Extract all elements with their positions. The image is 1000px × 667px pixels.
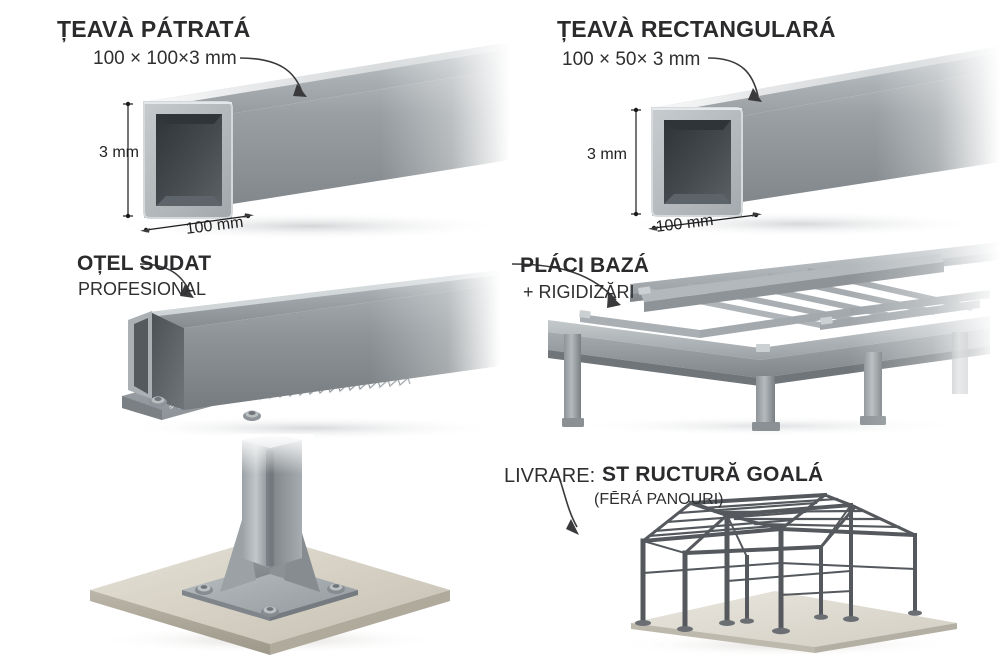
base-plate-detail-illustration: [70, 434, 470, 655]
base-plates-title: PLÁCI BAZÁ: [520, 254, 650, 277]
welded-steel-illustration: [100, 263, 505, 440]
base-plates-subtitle: + RIGIDIZĂRI: [523, 282, 635, 302]
square-tube-width-dimension: [140, 213, 254, 233]
delivery-title: ST RUCTURĂ GOALÁ: [602, 463, 824, 486]
square-tube-spec: 100 × 100×3 mm: [93, 48, 237, 69]
square-tube-title: ȚEAVÀ PÁTRATÁ: [57, 16, 251, 42]
rectangular-tube-height-dimension: [631, 107, 641, 217]
square-tube-callout-arrow: [239, 57, 307, 97]
rectangular-tube-width-dimension: [648, 212, 762, 231]
rectangular-tube-title: ȚEAVÀ RECTANGULARÁ: [557, 16, 836, 42]
anchor-bolts: [149, 396, 261, 421]
welded-steel-subtitle: PROFESIONAL: [78, 279, 207, 299]
square-tube-height-label: 3 mm: [99, 144, 139, 161]
welded-steel-title: OȚEL SUDAT: [77, 252, 212, 275]
rectangular-tube-illustration: [590, 40, 1000, 245]
anchor-bolts-detail: [195, 583, 345, 617]
rectangular-tube-spec: 100 × 50× 3 mm: [562, 49, 701, 70]
square-tube-illustration: [80, 40, 510, 250]
square-tube-height-dimension: [123, 101, 133, 219]
rectangular-tube-callout-arrow: [707, 57, 762, 102]
steel-frame-illustration: [511, 238, 1000, 438]
delivery-callout-arrow: [556, 470, 579, 535]
delivery-subtitle: (FĒRÁ PANOURI): [594, 491, 724, 508]
base-plates-callout-arrow: [511, 263, 621, 308]
rectangular-tube-height-label: 3 mm: [587, 146, 627, 163]
portal-frame-members: [640, 492, 918, 634]
delivery-label: LIVRARE:: [504, 465, 596, 487]
welded-steel-callout-arrow: [139, 263, 194, 298]
delivery-building-illustration: [556, 470, 985, 660]
connection-plates: [579, 286, 833, 352]
building-base-plates: [635, 610, 922, 635]
